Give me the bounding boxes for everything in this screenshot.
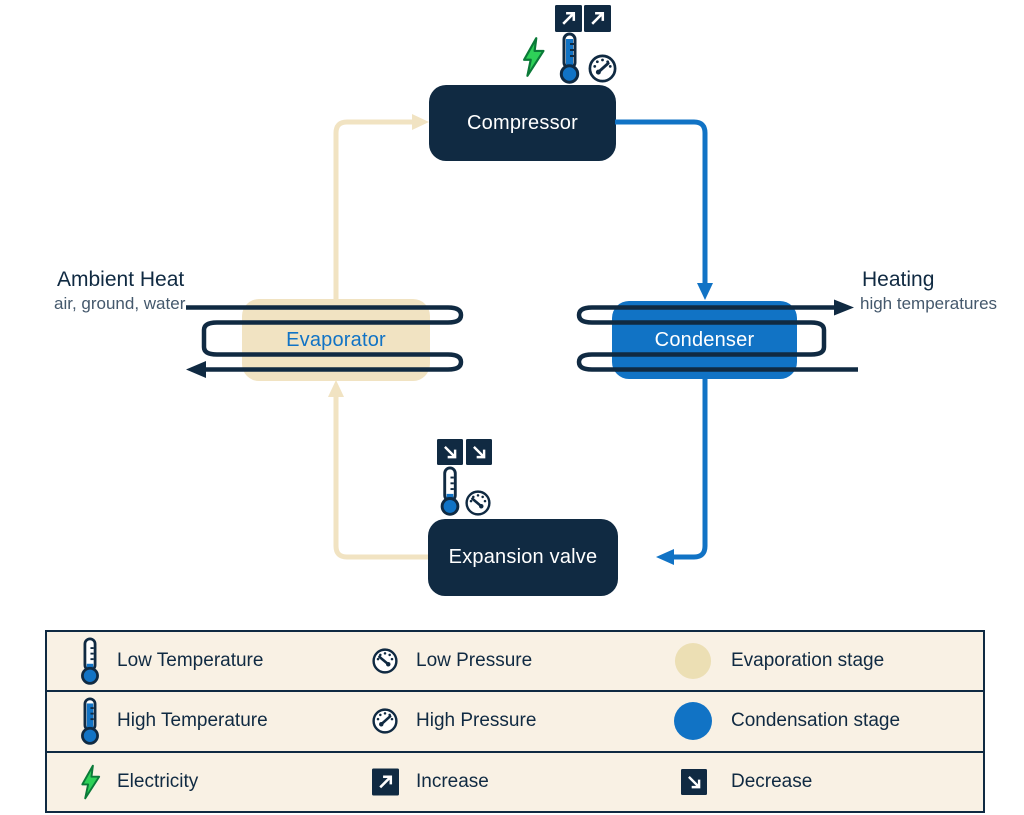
condenser-to-expansion-line (672, 378, 708, 560)
compressor-label: Compressor (467, 111, 578, 134)
legend-label: Evaporation stage (731, 650, 885, 672)
legend-label: Electricity (117, 770, 199, 792)
compressor-to-condenser-line (615, 119, 708, 284)
gauge-low-icon (371, 647, 399, 675)
legend-label: Low Temperature (117, 650, 264, 672)
expansion-valve-label: Expansion valve (448, 546, 598, 568)
compressor-node: Compressor (429, 85, 616, 161)
legend-label: High Temperature (117, 710, 268, 732)
increase-icon (372, 768, 399, 796)
ambient-heat-subtitle: air, ground, water (54, 294, 186, 313)
expansion-to-evaporator-line (333, 396, 428, 560)
increase-icon (584, 5, 611, 32)
legend-row-1: Low Temperature Low Pressure Evaporation… (47, 632, 983, 690)
to-evaporator-arrow (328, 380, 344, 397)
increase-icon (555, 5, 582, 32)
condenser-label: Condenser (654, 328, 755, 351)
to-compressor-arrow (412, 114, 429, 130)
decrease-icon (681, 768, 707, 795)
legend-row-3: Electricity Increase Decrease (47, 750, 983, 811)
legend-label: Low Pressure (416, 650, 533, 672)
legend-label: High Pressure (416, 710, 537, 732)
lightning-icon (78, 763, 103, 801)
to-expansion-valve-arrow (656, 549, 674, 565)
legend-label: Condensation stage (731, 710, 901, 732)
ambient-heat-title: Ambient Heat (57, 268, 185, 291)
condenser-node: Condenser (612, 301, 797, 379)
decrease-icon (466, 439, 492, 465)
evaporator-node: Evaporator (242, 299, 430, 381)
gauge-high-icon (371, 707, 399, 735)
electricity-icon (519, 36, 548, 78)
ambient-heat-out-arrow (186, 361, 206, 378)
condensation-stage-dot (673, 701, 713, 741)
gauge-high-icon (587, 53, 618, 84)
evaporation-stage-dot (674, 642, 712, 680)
thermometer-low-icon (77, 637, 103, 685)
thermometer-high-icon (77, 697, 103, 746)
heating-out-arrow (834, 299, 854, 316)
thermometer-high-icon (556, 32, 583, 84)
legend: Low Temperature Low Pressure Evaporation… (45, 630, 985, 813)
gauge-low-icon (464, 489, 492, 517)
evaporator-to-compressor-line (333, 119, 413, 302)
heating-subtitle: high temperatures (860, 294, 998, 313)
heating-title: Heating (862, 268, 935, 291)
thermometer-low-icon (437, 466, 463, 516)
legend-row-2: High Temperature High Pressure Condensat… (47, 690, 983, 750)
legend-label: Decrease (731, 770, 813, 792)
to-condenser-arrow (697, 283, 713, 300)
decrease-icon (437, 439, 463, 465)
evaporator-label: Evaporator (286, 328, 386, 351)
legend-label: Increase (416, 770, 489, 792)
expansion-valve-node: Expansion valve (428, 519, 618, 596)
